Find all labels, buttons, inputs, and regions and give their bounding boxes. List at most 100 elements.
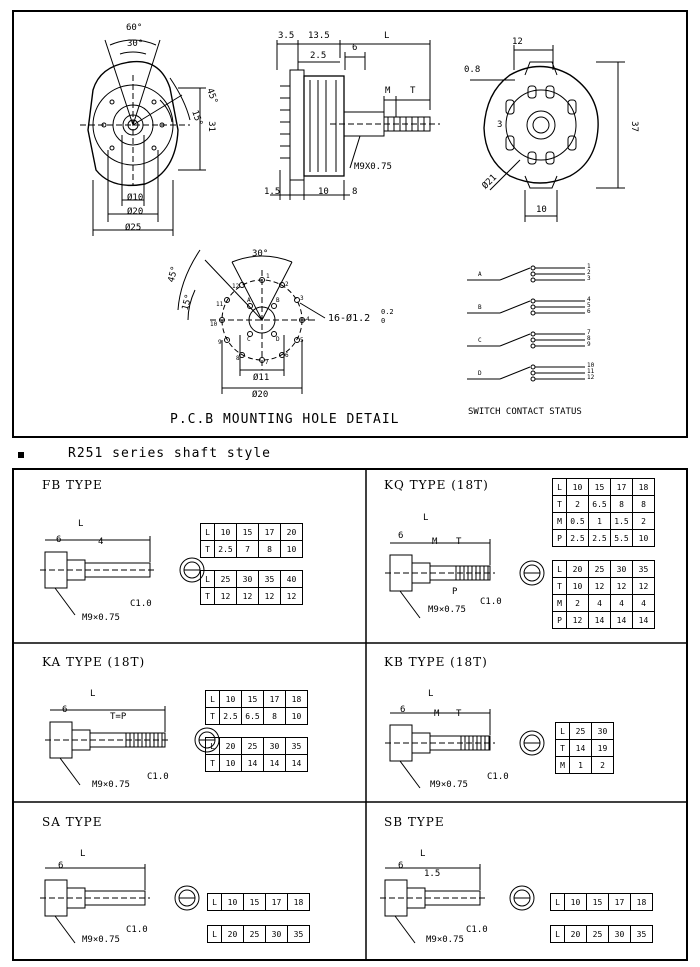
table-cell: M xyxy=(555,756,570,774)
switch-contact-11: 11 xyxy=(587,368,595,375)
table-cell: L xyxy=(552,560,567,578)
table-cell: 18 xyxy=(632,478,655,496)
table-cell: 12 xyxy=(566,611,589,629)
panel-title-sa: SA TYPE xyxy=(42,815,103,829)
switch-contact-7: 7 xyxy=(587,329,591,336)
kq-shaft-end-view xyxy=(519,560,545,586)
table-cell: P xyxy=(552,611,567,629)
pcb-pin-5: 5 xyxy=(300,337,304,344)
table-cell: 35 xyxy=(258,570,281,588)
switch-pole-B: B xyxy=(478,304,482,311)
table-cell: 35 xyxy=(287,925,310,943)
rear-dim-10: 10 xyxy=(536,205,547,215)
table-cell: 19 xyxy=(591,739,614,757)
switch-diagram xyxy=(467,265,585,382)
table-cell: 8 xyxy=(263,707,286,725)
side-view xyxy=(270,40,440,200)
table-cell: 4 xyxy=(588,594,611,612)
heading-bullet xyxy=(18,452,24,458)
table-cell: M xyxy=(552,594,567,612)
table-cell: 30 xyxy=(263,737,286,755)
table-cell: 12 xyxy=(236,587,259,605)
pcb-pin-12: 12 xyxy=(232,283,240,290)
table-cell: L xyxy=(205,690,220,708)
pcb-dia-20: Ø20 xyxy=(252,390,269,400)
table-cell: 8 xyxy=(258,540,281,558)
table-cell: P xyxy=(552,529,567,547)
pcb-pin-1: 1 xyxy=(266,273,270,280)
switch-contact-6: 6 xyxy=(587,308,591,315)
table-cell: 4 xyxy=(632,594,655,612)
sb-label-m9: M9×0.75 xyxy=(426,935,464,945)
table-cell: 35 xyxy=(632,560,655,578)
table-cell: L xyxy=(205,737,220,755)
kb-label-m9: M9×0.75 xyxy=(430,780,468,790)
sb-label-L: L xyxy=(420,849,426,859)
panel-title-kb: KB TYPE (18T) xyxy=(384,655,488,669)
fb-label-c1: C1.0 xyxy=(130,599,152,609)
ka-label-m9: M9×0.75 xyxy=(92,780,130,790)
table-cell: 1.5 xyxy=(610,512,633,530)
table-cell: 7 xyxy=(236,540,259,558)
kq-label-P: P xyxy=(452,587,458,597)
switch-contact-10: 10 xyxy=(587,362,595,369)
sa-shaft-end-view xyxy=(174,885,200,911)
table-cell: L xyxy=(200,523,215,541)
table-cell: 25 xyxy=(586,925,609,943)
kb-label-6: 6 xyxy=(400,705,406,715)
table-cell: 4 xyxy=(610,594,633,612)
sb-shaft-end-view xyxy=(509,885,535,911)
panel-title-fb: FB TYPE xyxy=(42,478,103,492)
table-cell: 10 xyxy=(564,893,587,911)
table-cell: 1 xyxy=(588,512,611,530)
table-cell: 15 xyxy=(586,893,609,911)
table-cell: 25 xyxy=(241,737,264,755)
ka-label-L: L xyxy=(90,689,96,699)
table-cell: 2 xyxy=(566,594,589,612)
table-cell: 18 xyxy=(287,893,310,911)
side-dim-1-5: 1.5 xyxy=(264,187,281,197)
rear-dim-12: 12 xyxy=(512,37,523,47)
table-cell: T xyxy=(205,707,220,725)
table-cell: 35 xyxy=(630,925,653,943)
table-cell: 30 xyxy=(591,722,614,740)
table-cell: 14 xyxy=(632,611,655,629)
switch-contact-1: 1 xyxy=(587,263,591,270)
kb-label-T: T xyxy=(456,709,462,719)
kq-label-6: 6 xyxy=(398,531,404,541)
table-cell: T xyxy=(200,587,215,605)
table-cell: T xyxy=(205,754,220,772)
table-cell: 2 xyxy=(632,512,655,530)
sb-shaft-leader xyxy=(394,915,416,944)
front-angle-60: 60° xyxy=(126,23,143,33)
side-dim-3-5: 3.5 xyxy=(278,31,295,41)
table-cell: 5.5 xyxy=(610,529,633,547)
rear-dim-3: 3 xyxy=(497,120,503,130)
table-cell: 15 xyxy=(588,478,611,496)
fb-label-4: 4 xyxy=(98,537,104,547)
fb-shaft-leader xyxy=(54,587,76,616)
table-cell: T xyxy=(200,540,215,558)
sb-label-6: 6 xyxy=(398,861,404,871)
table-cell: 17 xyxy=(265,893,288,911)
pcb-pin-9: 9 xyxy=(218,339,222,346)
sa-label-L: L xyxy=(80,849,86,859)
side-dim-13-5: 13.5 xyxy=(308,31,330,41)
table-cell: 1 xyxy=(569,756,592,774)
table-cell: 10 xyxy=(280,540,303,558)
ka-label-c1: C1.0 xyxy=(147,772,169,782)
table-cell: 17 xyxy=(610,478,633,496)
table-cell: L xyxy=(555,722,570,740)
table-cell: 14 xyxy=(263,754,286,772)
table-cell: 12 xyxy=(588,577,611,595)
pcb-hole-tol-upper: 0.2 xyxy=(381,308,394,316)
switch-contact-5: 5 xyxy=(587,302,591,309)
kq-label-L: L xyxy=(423,513,429,523)
table-cell: L xyxy=(550,893,565,911)
table-cell: 30 xyxy=(236,570,259,588)
